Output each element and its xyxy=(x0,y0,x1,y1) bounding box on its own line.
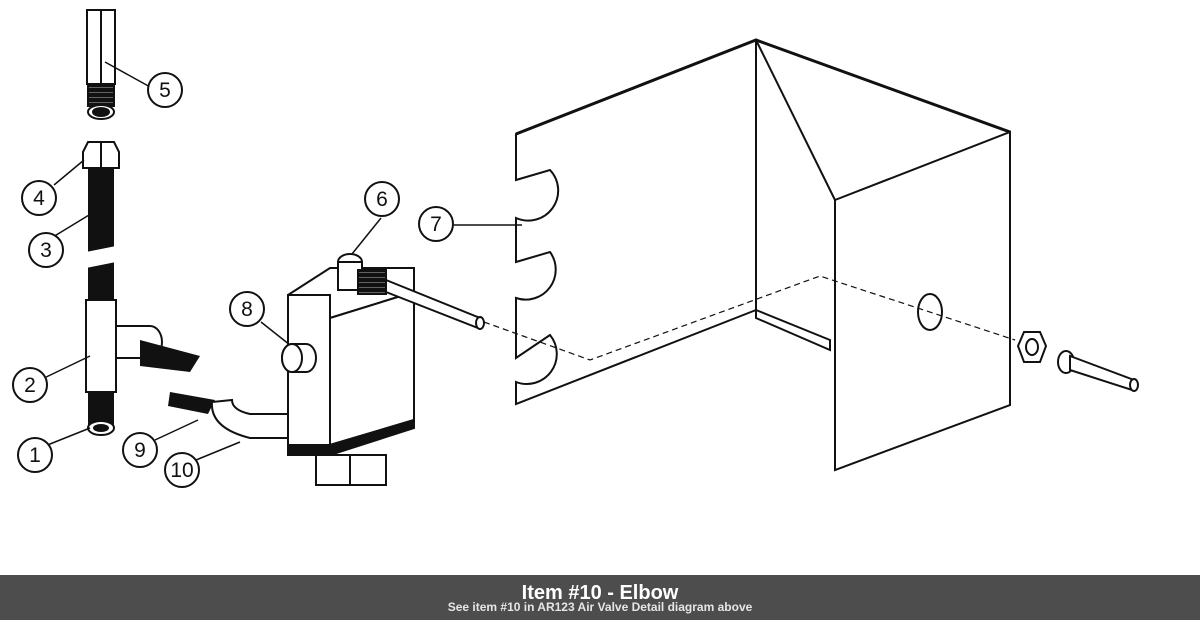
svg-text:3: 3 xyxy=(40,239,52,262)
valve-body xyxy=(287,267,415,486)
callout-6: 6 xyxy=(364,181,400,217)
svg-text:10: 10 xyxy=(170,459,193,482)
callout-7: 7 xyxy=(418,206,454,242)
callout-4: 4 xyxy=(21,180,57,216)
svg-text:6: 6 xyxy=(376,188,388,211)
bolt-assembly xyxy=(1016,331,1139,392)
callout-8: 8 xyxy=(229,291,265,327)
caption-title: Item #10 - Elbow xyxy=(521,582,679,604)
hex-adapter-part xyxy=(86,9,116,120)
callout-9: 9 xyxy=(122,432,158,468)
svg-text:4: 4 xyxy=(33,187,45,210)
valve-fitting-part xyxy=(337,253,485,330)
callout-2: 2 xyxy=(12,367,48,403)
leader-lines xyxy=(39,61,522,461)
air-valve-exploded-diagram: 1 2 3 4 5 6 7 8 9 10 xyxy=(12,9,1139,488)
caption-subtitle: See item #10 in AR123 Air Valve Detail d… xyxy=(447,600,753,614)
callout-5: 5 xyxy=(147,72,183,108)
svg-text:7: 7 xyxy=(430,213,442,236)
tee-part xyxy=(85,299,200,393)
svg-text:5: 5 xyxy=(159,79,171,102)
caption-bar: Item #10 - Elbow See item #10 in AR123 A… xyxy=(0,575,1200,620)
svg-text:1: 1 xyxy=(29,444,41,467)
callout-10: 10 xyxy=(164,452,200,488)
bracket-part xyxy=(515,38,1011,472)
assembly-centerline xyxy=(483,275,1016,361)
callout-3: 3 xyxy=(28,232,64,268)
nipple-part xyxy=(86,168,116,306)
svg-text:8: 8 xyxy=(241,298,253,321)
svg-text:9: 9 xyxy=(134,439,146,462)
svg-text:2: 2 xyxy=(24,374,36,397)
valve-button-part xyxy=(281,343,317,373)
bottom-pipe-part xyxy=(87,392,115,436)
coupling-part xyxy=(82,141,120,169)
callout-1: 1 xyxy=(17,437,53,473)
